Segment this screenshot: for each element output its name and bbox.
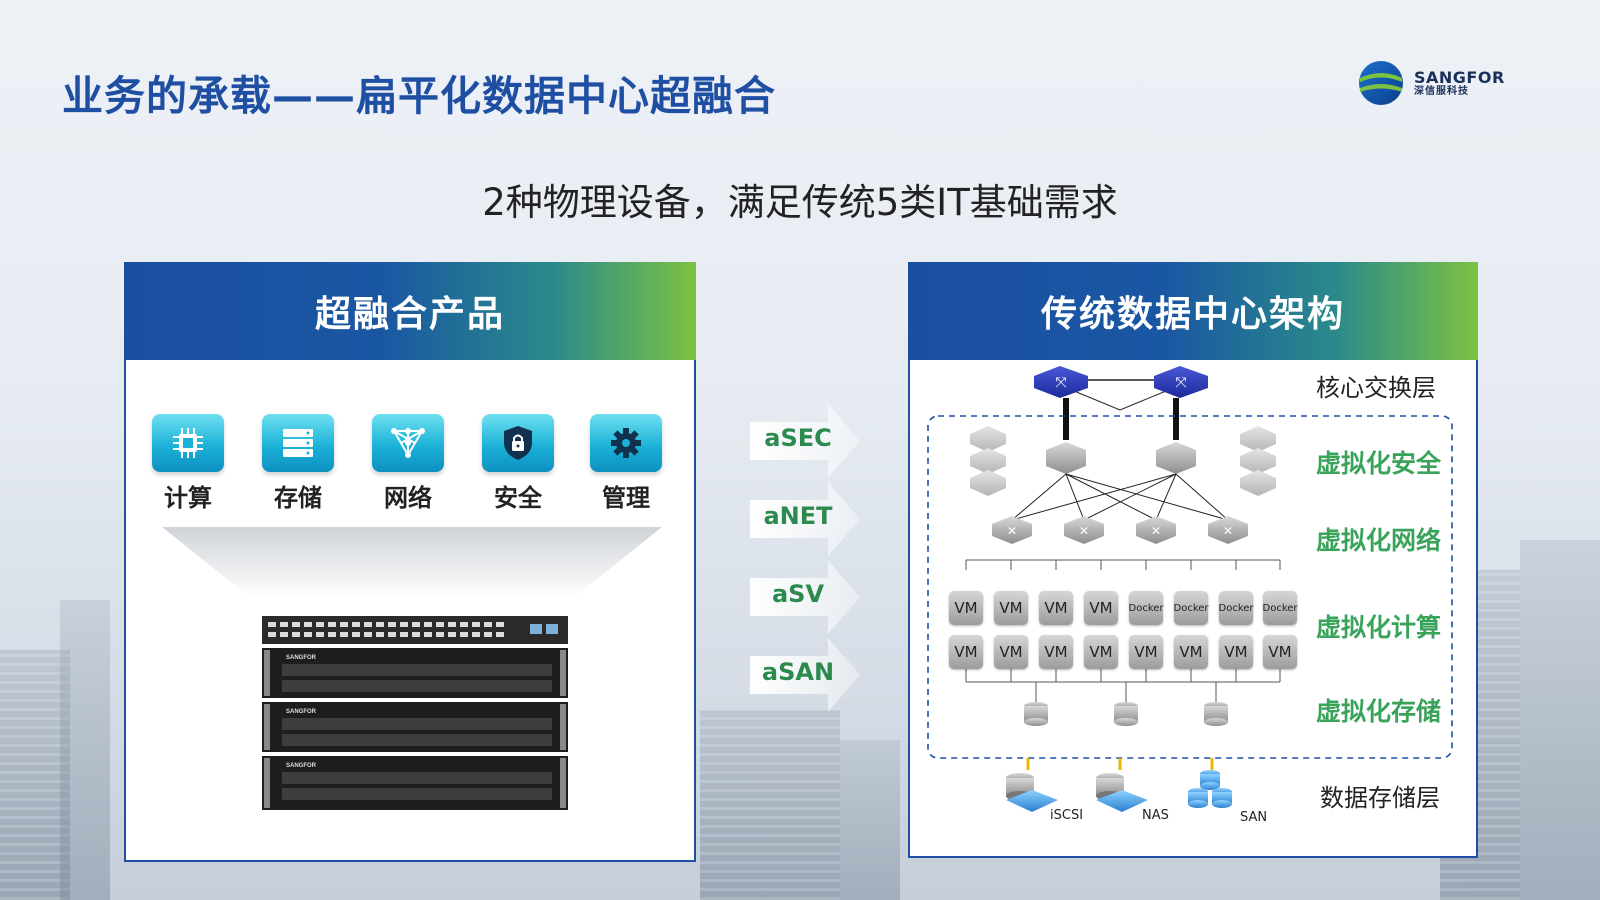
svg-text:⤧: ⤧ — [1055, 375, 1066, 391]
docker-block: Docker — [1129, 591, 1164, 625]
vm-block: VM — [1219, 635, 1253, 669]
arrow-label: aNET — [763, 502, 833, 530]
vm-block: VM — [949, 635, 983, 669]
traditional-dc-header: 传统数据中心架构 — [908, 262, 1478, 360]
sangfor-logo: SANGFOR 深信服科技 — [1356, 58, 1505, 108]
arrow-label: aSEC — [764, 424, 832, 452]
sangfor-globe-icon — [1359, 61, 1403, 105]
arrow-asan: aSAN — [750, 638, 862, 712]
storage-label-iscsi: iSCSI — [1050, 808, 1084, 823]
svg-text:✕: ✕ — [1007, 524, 1017, 538]
vm-block: VM — [1084, 635, 1118, 669]
vm-block: VM — [1039, 635, 1073, 669]
feature-label: 安全 — [494, 484, 542, 512]
layer-label-data-storage: 数据存储层 — [1320, 784, 1440, 812]
logo-cn-name: 深信服科技 — [1414, 86, 1469, 98]
layer-label-storage: 虚拟化存储 — [1316, 697, 1442, 726]
vm-block: VM — [1129, 635, 1163, 669]
feature-label: 管理 — [602, 484, 650, 512]
hci-product-panel: 超融合产品 计算 存储 网络 安全 — [124, 262, 696, 862]
funnel-shape — [162, 527, 662, 599]
feature-label: 存储 — [274, 484, 322, 512]
layer-label-core: 核心交换层 — [1316, 374, 1436, 402]
layer-label-security: 虚拟化安全 — [1316, 449, 1442, 478]
subtitle: 2种物理设备，满足传统5类IT基础需求 — [482, 181, 1118, 224]
storage-label-san: SAN — [1240, 810, 1268, 825]
arrow-anet: aNET — [750, 482, 862, 556]
vm-block: VM — [994, 635, 1028, 669]
layer-label-network: 虚拟化网络 — [1316, 526, 1442, 555]
storage-label-nas: NAS — [1142, 808, 1169, 823]
vm-block: VM — [949, 591, 983, 625]
docker-block: Docker — [1219, 591, 1254, 625]
vm-block: VM — [1174, 635, 1208, 669]
feature-management: 管理 — [586, 414, 666, 513]
svg-text:✕: ✕ — [1079, 524, 1089, 538]
svg-text:SANGFOR: SANGFOR — [286, 763, 317, 769]
server-rack-image: SANGFOR SANGFOR SANGFOR — [262, 616, 568, 810]
arrow-label: aSV — [771, 580, 825, 608]
nas-storage-icon — [1096, 773, 1148, 812]
feature-storage: 存储 — [258, 414, 338, 513]
svg-text:✕: ✕ — [1223, 524, 1233, 538]
page-title: 业务的承载——扁平化数据中心超融合 — [62, 72, 776, 120]
iscsi-storage-icon — [1006, 773, 1058, 812]
vm-block: VM — [1263, 635, 1297, 669]
architecture-diagram: ⤧ ⤧ — [927, 366, 1453, 812]
arrow-asv: aSV — [750, 560, 862, 634]
san-storage-icon — [1188, 770, 1232, 808]
svg-text:⤧: ⤧ — [1175, 375, 1186, 391]
docker-block: Docker — [1174, 591, 1209, 625]
vm-block: VM — [1039, 591, 1073, 625]
vm-block: VM — [1084, 591, 1118, 625]
shield-lock-icon — [482, 414, 554, 472]
layer-label-compute: 虚拟化计算 — [1316, 613, 1442, 642]
chip-icon — [152, 414, 224, 472]
feature-label: 网络 — [384, 484, 432, 512]
feature-network: 网络 — [368, 414, 448, 513]
svg-text:SANGFOR: SANGFOR — [286, 655, 317, 661]
docker-block: Docker — [1263, 591, 1298, 625]
svg-text:SANGFOR: SANGFOR — [286, 709, 317, 715]
logo-name: SANGFOR — [1414, 67, 1505, 87]
gear-icon — [590, 414, 662, 472]
city-skyline-background — [0, 480, 1600, 900]
feature-compute: 计算 — [148, 414, 228, 513]
hci-product-header: 超融合产品 — [124, 262, 696, 360]
svg-text:✕: ✕ — [1151, 524, 1161, 538]
feature-security: 安全 — [478, 414, 558, 513]
arrow-asec: aSEC — [750, 404, 862, 478]
vm-block: VM — [994, 591, 1028, 625]
core-switch-icon: ⤧ — [1154, 366, 1208, 398]
arrow-label: aSAN — [761, 658, 835, 686]
traditional-dc-panel: 传统数据中心架构 ⤧ ⤧ — [908, 262, 1478, 858]
network-icon — [372, 414, 444, 472]
core-switch-icon: ⤧ — [1034, 366, 1088, 398]
storage-icon — [262, 414, 334, 472]
feature-label: 计算 — [164, 484, 212, 512]
